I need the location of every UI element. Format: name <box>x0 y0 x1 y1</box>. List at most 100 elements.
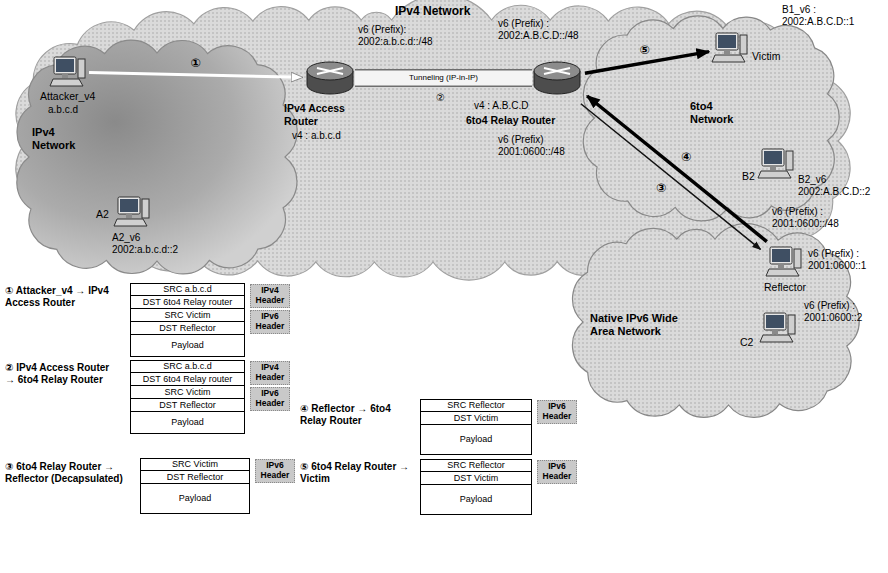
table-cell: SRC Victim <box>140 458 250 471</box>
table-cell: Payload <box>420 425 532 455</box>
node-label: v6 (Prefix): 2002:a.b.c.d::/48 <box>358 24 454 48</box>
label-holder: v4 : a.b.c.d <box>292 130 341 142</box>
router-top <box>534 62 580 80</box>
header-tag: IPv6 Header <box>255 459 295 483</box>
tower-symbol <box>740 35 747 54</box>
header-tag: IPv6 Header <box>537 400 577 424</box>
table-cell: SRC a.b.c.d <box>130 360 245 373</box>
monitor-symbol <box>770 247 792 264</box>
node-label: v6 (Prefix) : 2001:0600::/48 <box>772 206 856 230</box>
tower-symbol <box>142 199 149 218</box>
screen-symbol <box>120 199 138 212</box>
table-cell-text: Payload <box>171 417 204 427</box>
router: v6 (Prefix) : 2002:A.B.C.D::/48v4 : A.B.… <box>532 58 582 98</box>
computer-symbol <box>114 196 150 228</box>
label-holder: Victim <box>752 50 780 63</box>
node-label: Attacker_v4 <box>40 90 95 103</box>
node-label: v6 (Prefix) 2001:0600::/48 <box>498 134 580 158</box>
label-holder: v6 (Prefix) : 2001:0600::2 <box>804 300 878 324</box>
label-holder: IPv4 Network <box>395 4 470 18</box>
table-cell: DST Victim <box>420 412 532 425</box>
table-title: ① Attacker_v4 → IPv4 Access Router <box>5 285 115 309</box>
table-cell-text: Payload <box>171 340 204 350</box>
label-holder: IPv4 Access Router <box>284 102 356 127</box>
table-cell: SRC a.b.c.d <box>130 283 245 296</box>
table-cell: DST 6to4 Relay router <box>130 373 245 386</box>
table-cell: SRC Reflector <box>420 459 532 472</box>
computer-symbol <box>766 246 802 278</box>
monitor-symbol <box>762 149 784 166</box>
screen-symbol <box>56 59 74 72</box>
label-holder: v6 (Prefix) 2001:0600::/48 <box>498 134 580 158</box>
stand-symbol <box>62 74 68 78</box>
node-label: A2 <box>96 208 109 221</box>
edge-label-holder: ⑤ <box>638 43 652 57</box>
header-tag-text: IPv6 Header <box>538 462 576 482</box>
table-title-text: ② IPv4 Access Router → 6to4 Relay Router <box>5 362 115 386</box>
label-holder: B2 <box>742 170 755 183</box>
computer-symbol <box>712 32 748 64</box>
edge-label-holder: ③ <box>654 181 668 195</box>
table-cell: DST Victim <box>420 472 532 485</box>
node-label: B2_v6 2002:A.B.C.D::2 <box>798 174 878 198</box>
stand-symbol <box>126 214 132 218</box>
table-cell: SRC Victim <box>130 309 245 322</box>
label-holder: v4 : A.B.C.D <box>474 100 528 112</box>
label-holder: a.b.c.d <box>48 104 78 116</box>
label-holder: 6to4 Relay Router <box>466 114 555 127</box>
table-title: ⑤ 6to4 Relay Router → Victim <box>300 461 415 485</box>
tower-symbol <box>788 315 795 334</box>
node-label: v4 : a.b.c.d <box>292 130 341 142</box>
screen-symbol <box>766 315 784 328</box>
table-cell: DST Reflector <box>140 471 250 484</box>
table-title-text: ③ 6to4 Relay Router → Reflector (Decapsu… <box>5 461 133 485</box>
screen-symbol <box>718 35 736 48</box>
label-holder: C2 <box>740 336 753 349</box>
router: v6 (Prefix): 2002:a.b.c.d::/48IPv4 Acces… <box>305 58 355 98</box>
table-title-text: ① Attacker_v4 → IPv4 Access Router <box>5 285 115 309</box>
node-label: IPv4 Access Router <box>284 102 356 127</box>
table-title: ② IPv4 Access Router → 6to4 Relay Router <box>5 362 115 386</box>
table-cell-text: DST Reflector <box>159 323 215 333</box>
label-holder: IPv4 Network <box>32 126 88 152</box>
callout-number: ④ <box>679 150 693 164</box>
router-arrows <box>544 68 570 74</box>
stand-symbol <box>778 264 784 268</box>
table-title-text: ④ Reflector → 6to4 Relay Router <box>300 403 415 427</box>
node-label: 6to4 Relay Router <box>466 114 555 127</box>
node-label: C2 <box>740 336 753 349</box>
table-cell-text: DST Reflector <box>167 472 223 482</box>
label-holder: v6 (Prefix) : 2002:A.B.C.D::/48 <box>498 18 598 42</box>
stand-symbol <box>772 330 778 334</box>
callout-number: ⑤ <box>638 43 652 57</box>
node-label: v6 (Prefix) : 2001:0600::2 <box>804 300 878 324</box>
header-tag-text: IPv6 Header <box>256 461 294 481</box>
label-holder: A2_v6 2002:a.b.c.d::2 <box>112 232 192 256</box>
table-title: ④ Reflector → 6to4 Relay Router <box>300 403 415 427</box>
table-cell-text: SRC Victim <box>172 459 218 469</box>
node-label: A2_v6 2002:a.b.c.d::2 <box>112 232 192 256</box>
computer-symbol <box>50 56 86 88</box>
label-holder: v6 (Prefix): 2002:a.b.c.d::/48 <box>358 24 454 48</box>
label-holder: Reflector <box>764 281 806 294</box>
label-holder: v6 (Prefix) : 2001:0600::/48 <box>772 206 856 230</box>
table-cell-text: Payload <box>460 434 493 444</box>
table-title: ③ 6to4 Relay Router → Reflector (Decapsu… <box>5 461 133 485</box>
cloud-shape <box>17 40 297 274</box>
node-label: Reflector <box>764 281 806 294</box>
callout-number: ③ <box>654 181 668 195</box>
table-title-text: ⑤ 6to4 Relay Router → Victim <box>300 461 415 485</box>
network-cloud: B1_v6 : 2002:A.B.C.D::1VictimB2B2_v6 200… <box>578 12 844 224</box>
node-label: B2 <box>742 170 755 183</box>
keyboard-symbol <box>760 335 793 342</box>
monitor-symbol <box>54 57 76 74</box>
keyboard-symbol <box>50 79 83 86</box>
edge-label-holder: ④ <box>679 150 693 164</box>
tower-symbol <box>78 59 85 78</box>
node-label: IPv4 Network <box>32 126 88 152</box>
header-tag: IPv6 Header <box>250 387 290 411</box>
table-cell-text: SRC Reflector <box>447 460 505 470</box>
node-label: 6to4 Network <box>690 100 750 126</box>
monitor-symbol <box>118 197 140 214</box>
callout-number: ① <box>189 56 203 70</box>
